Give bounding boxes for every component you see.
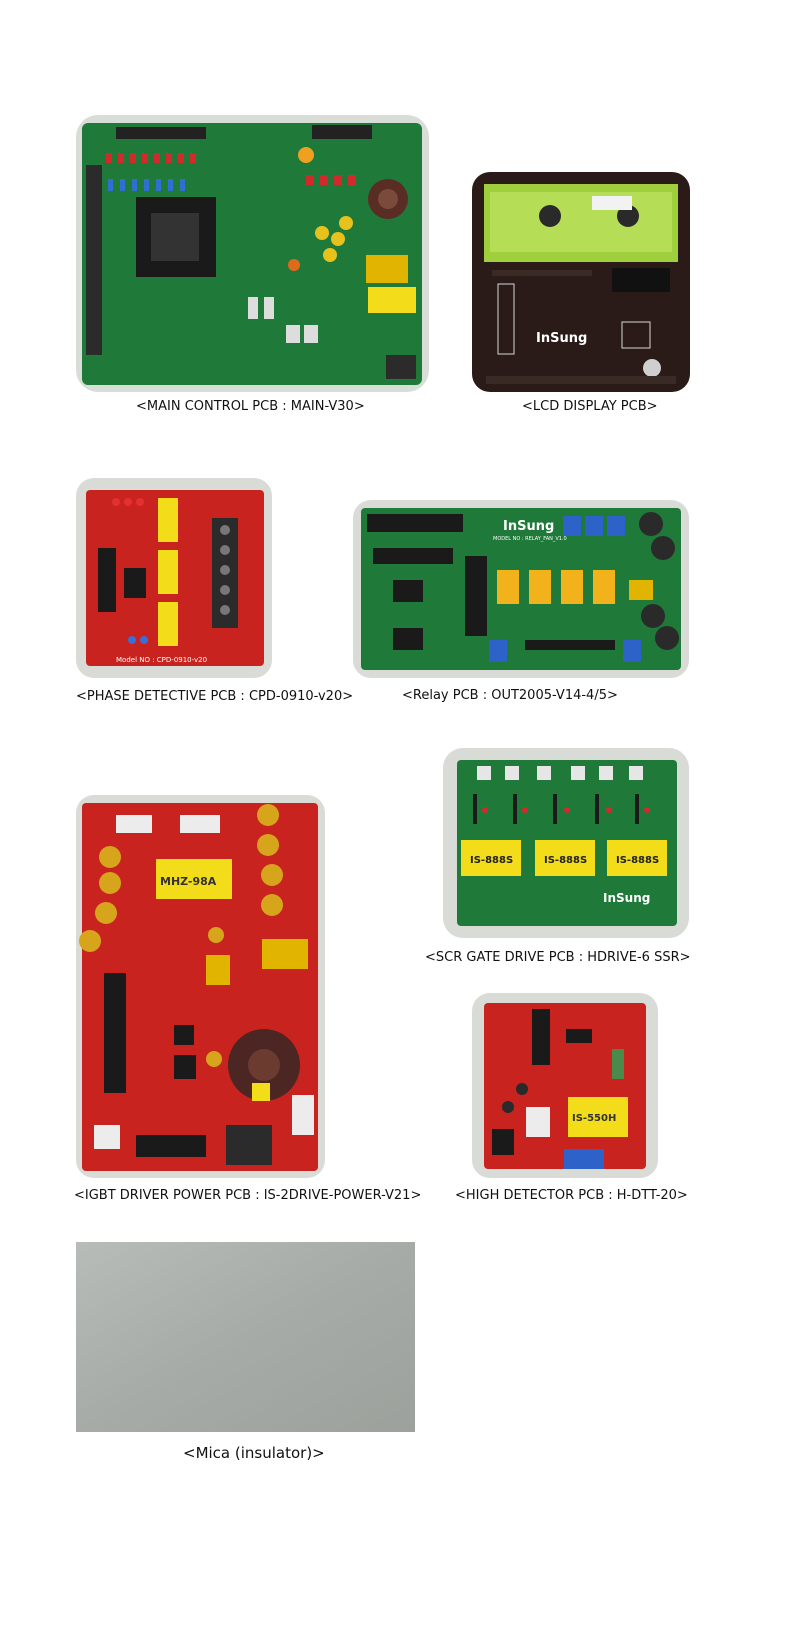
mica-caption: <Mica (insulator)> xyxy=(183,1444,325,1462)
main-control-pcb-image xyxy=(82,123,422,385)
relay-caption: <Relay PCB : OUT2005-V14-4/5> xyxy=(402,688,618,703)
lcd-display-pcb-image: InSung xyxy=(484,184,678,384)
igbt-driver-caption: <IGBT DRIVER POWER PCB : IS-2DRIVE-POWER… xyxy=(74,1188,422,1203)
phase-detective-pcb-image: Model NO : CPD-0910-v20 xyxy=(86,490,264,666)
scr-gate-pcb-image: IS-888S IS-888S IS-888S InSung xyxy=(457,760,677,926)
main-control-caption: <MAIN CONTROL PCB : MAIN-V30> xyxy=(136,399,365,414)
igbt-driver-pcb-photo: MHZ-98A xyxy=(76,795,325,1178)
mica-photo xyxy=(76,1242,415,1432)
high-detector-caption: <HIGH DETECTOR PCB : H-DTT-20> xyxy=(455,1188,688,1203)
scr-gate-caption: <SCR GATE DRIVE PCB : HDRIVE-6 SSR> xyxy=(425,950,691,965)
igbt-driver-pcb-image: MHZ-98A xyxy=(79,803,318,1171)
relay-model-text: MODEL NO : RELAY_FAN_V1.0 xyxy=(493,536,567,542)
high-detector-pcb-image: IS-550H xyxy=(484,1003,646,1169)
relay-pcb-photo: InSung MODEL NO : RELAY_FAN_V1.0 xyxy=(353,500,689,678)
scr-gate-pcb-photo: IS-888S IS-888S IS-888S InSung xyxy=(443,748,689,938)
phase-detective-pcb-photo: Model NO : CPD-0910-v20 xyxy=(76,478,272,678)
scr-transformer-1-label: IS-888S xyxy=(470,855,513,866)
igbt-transformer-label: MHZ-98A xyxy=(160,875,217,888)
main-control-pcb-photo xyxy=(76,115,429,392)
high-detector-pcb-photo: IS-550H xyxy=(472,993,658,1178)
scr-transformer-3-label: IS-888S xyxy=(616,855,659,866)
scr-transformer-2-label: IS-888S xyxy=(544,855,587,866)
high-transformer-label: IS-550H xyxy=(572,1113,616,1124)
phase-model-text: Model NO : CPD-0910-v20 xyxy=(116,656,207,664)
relay-pcb-image: InSung MODEL NO : RELAY_FAN_V1.0 xyxy=(361,508,681,670)
lcd-display-pcb-photo: InSung xyxy=(472,172,690,392)
lcd-display-caption: <LCD DISPLAY PCB> xyxy=(522,399,658,414)
scr-brand-text: InSung xyxy=(603,891,650,905)
lcd-brand-text: InSung xyxy=(536,331,587,346)
relay-brand-text: InSung xyxy=(503,519,554,534)
phase-detective-caption: <PHASE DETECTIVE PCB : CPD-0910-v20> xyxy=(76,689,354,704)
mica-image xyxy=(76,1242,415,1432)
